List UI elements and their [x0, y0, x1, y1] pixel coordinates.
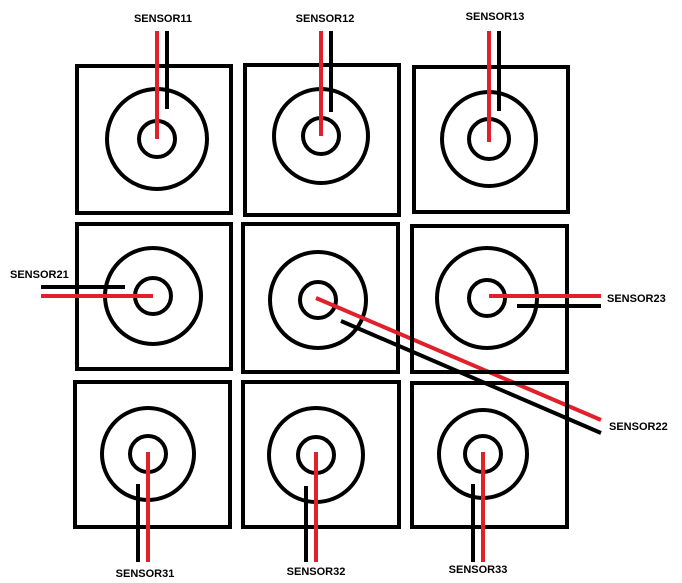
sensor-label-22: SENSOR22: [609, 421, 668, 433]
sensor-label-31: SENSOR31: [116, 568, 175, 580]
cell-frame: [241, 380, 401, 529]
sensor-label-23: SENSOR23: [607, 293, 666, 305]
sensor-label-33: SENSOR33: [449, 564, 508, 576]
sensor-cell-33: [410, 381, 569, 562]
sensor-label-13: SENSOR13: [466, 11, 525, 23]
cell-frame: [410, 381, 569, 529]
inner-ring: [298, 280, 338, 320]
sensor-cell-22: [241, 222, 602, 435]
cell-frame: [75, 64, 233, 215]
sensor-cell-31: [73, 380, 232, 562]
sensor-label-12: SENSOR12: [296, 13, 355, 25]
sensor-label-11: SENSOR11: [134, 13, 192, 25]
cell-frame: [73, 380, 232, 529]
black-wire: [340, 319, 602, 435]
red-wire: [315, 296, 602, 422]
sensor-cell-13: [412, 31, 570, 214]
sensor-cell-12: [243, 31, 401, 217]
sensor-cell-11: [75, 31, 233, 215]
sensor-cell-32: [241, 380, 401, 562]
cell-frame: [241, 222, 400, 374]
outer-ring: [268, 250, 368, 350]
cell-frame: [410, 224, 569, 374]
sensor-cell-23: [410, 224, 601, 374]
sensor-cell-21: [41, 222, 233, 371]
sensor-label-32: SENSOR32: [287, 566, 346, 578]
sensor-label-21: SENSOR21: [10, 269, 69, 281]
